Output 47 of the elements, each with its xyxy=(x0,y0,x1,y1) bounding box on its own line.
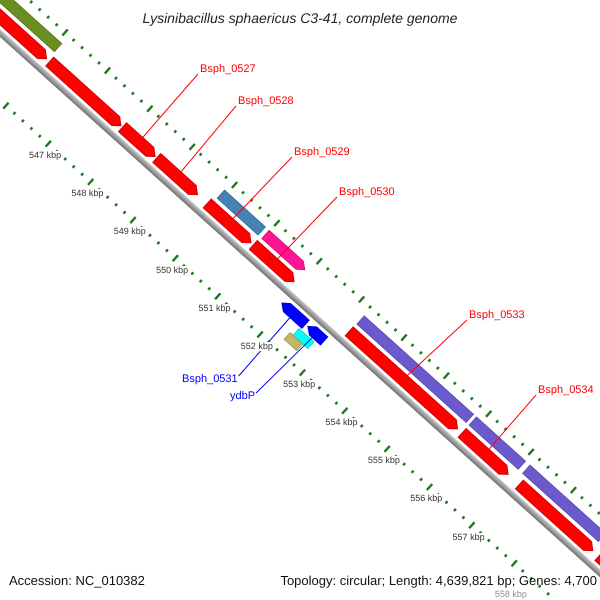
leader-line xyxy=(488,394,536,450)
scale-label: 548 kbp xyxy=(71,189,104,198)
scale-label: 556 kbp xyxy=(410,494,442,504)
gene-band xyxy=(283,332,304,352)
gene-feature xyxy=(261,230,306,270)
gene-feature xyxy=(118,122,156,157)
gene-band xyxy=(468,416,526,470)
leader-line xyxy=(232,156,292,220)
leader-line xyxy=(142,74,198,138)
gene-label: Bsph_0527 xyxy=(200,64,256,75)
gene-label: Bsph_0533 xyxy=(469,310,525,321)
leader-line xyxy=(180,106,236,172)
scale-label: 557 kbp xyxy=(452,532,485,542)
scale-label: 552 kbp xyxy=(240,342,273,351)
gene-feature xyxy=(45,56,122,126)
leader-line xyxy=(406,320,468,376)
scale-label: 553 kbp xyxy=(283,380,316,389)
gene-feature xyxy=(202,198,252,244)
title: Lysinibacillus sphaericus C3-41, complete genome xyxy=(142,11,458,25)
gene-band xyxy=(522,464,600,542)
gene-feature xyxy=(281,302,310,329)
scale-label: 558 kbp xyxy=(494,590,527,599)
gene-label: Bsph_0531 xyxy=(182,374,238,385)
gene-feature xyxy=(458,428,509,475)
scale-label: 549 kbp xyxy=(114,227,146,236)
gene-feature xyxy=(248,240,295,282)
gene-label: ydbP xyxy=(230,391,256,402)
scale-label: 547 kbp xyxy=(29,151,62,160)
gene-feature xyxy=(344,326,458,430)
leader-line xyxy=(256,337,313,394)
scale-label: 550 kbp xyxy=(156,266,188,275)
leader-line xyxy=(277,196,338,260)
scale-label: 551 kbp xyxy=(198,304,230,313)
gene-band xyxy=(216,190,266,236)
gene-band xyxy=(0,0,62,52)
gene-feature xyxy=(152,152,198,196)
scale-label: 554 kbp xyxy=(326,418,358,428)
gene-feature xyxy=(307,326,328,346)
gene-label: Bsph_0528 xyxy=(238,96,294,107)
leader-line xyxy=(238,317,290,376)
genome-summary-text: Topology: circular; Length: 4,639,821 bp; Genes: 4,700 xyxy=(280,574,597,587)
gene-label: Bsph_0529 xyxy=(294,147,350,158)
gene-label: Bsph_0534 xyxy=(538,385,594,396)
gene-feature xyxy=(514,479,594,552)
scale-label: 555 kbp xyxy=(368,456,400,466)
accession-text: Accession: NC_010382 xyxy=(9,574,145,587)
gene-label: Bsph_0530 xyxy=(339,187,395,198)
